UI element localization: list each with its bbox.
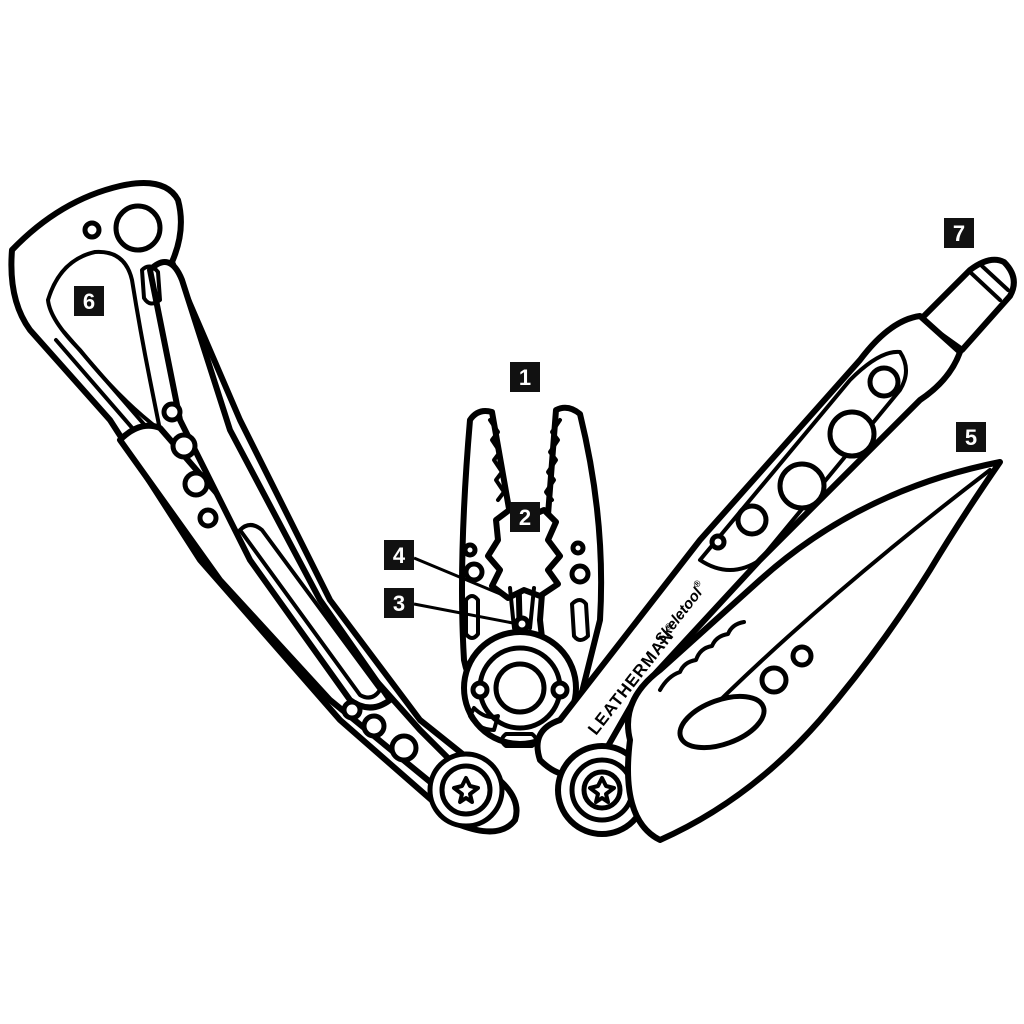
svg-text:6: 6 — [83, 289, 95, 314]
callout-badge-6: 6 — [74, 286, 104, 316]
callout-badge-3: 3 — [384, 588, 414, 618]
svg-text:1: 1 — [519, 365, 531, 390]
svg-text:7: 7 — [953, 221, 965, 246]
left-handle — [8, 180, 520, 835]
brand-model-text-registered-mark: ® — [691, 578, 703, 590]
knife-blade — [625, 459, 1003, 843]
svg-text:4: 4 — [393, 543, 406, 568]
callout-badge-4: 4 — [384, 540, 414, 570]
svg-text:2: 2 — [519, 505, 531, 530]
callout-badge-7: 7 — [944, 218, 974, 248]
svg-text:3: 3 — [393, 591, 405, 616]
pliers-assembly — [459, 404, 605, 748]
leader-line-3 — [413, 602, 519, 626]
svg-text:5: 5 — [965, 425, 977, 450]
leader-line-4 — [413, 556, 511, 600]
callout-badge-1: 1 — [510, 362, 540, 392]
callout-badge-5: 5 — [956, 422, 986, 452]
callout-badge-2: 2 — [510, 502, 540, 532]
